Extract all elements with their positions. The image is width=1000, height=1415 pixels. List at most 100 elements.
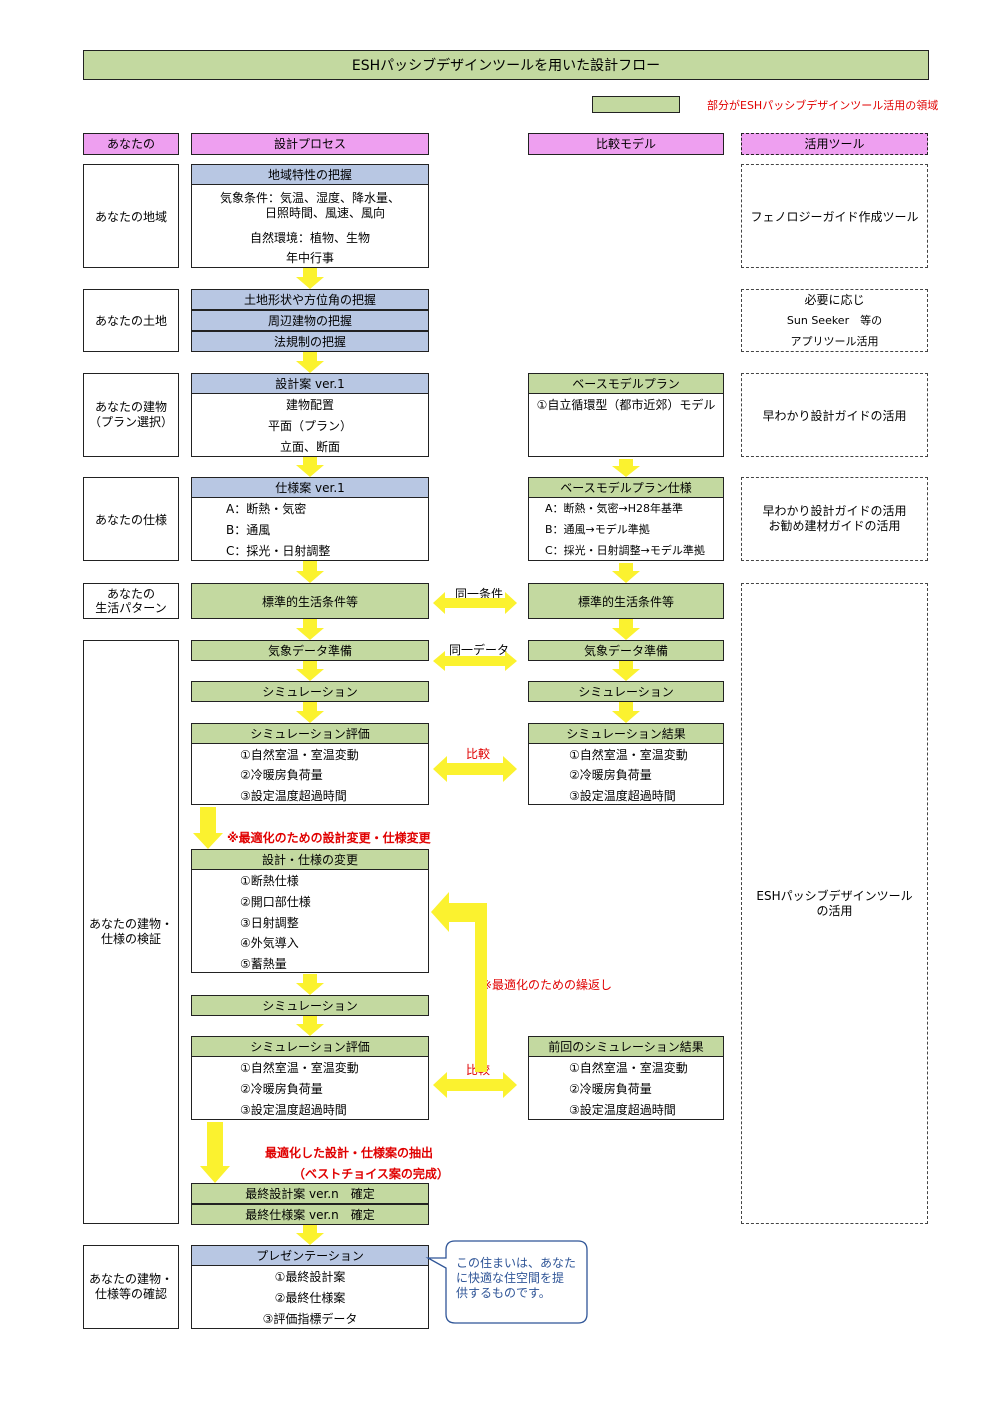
- sim-left: シミュレーション: [191, 681, 429, 702]
- down-arrow-2: [296, 352, 324, 373]
- confirm-box: プレゼンテーション ①最終設計案 ②最終仕様案 ③評価指標データ: [191, 1245, 429, 1329]
- building-header: 設計案 ver.1: [191, 373, 429, 394]
- building-line-2: 平面（プラン）: [267, 419, 352, 433]
- extract-note-2: （ベストチョイス案の完成）: [293, 1167, 449, 1181]
- legend-text: 部分がESHパッシブデザインツール活用の領域: [707, 99, 939, 112]
- prev-box: 前回のシミュレーション結果 ①自然室温・室温変動 ②冷暖房負荷量 ③設定温度超過…: [528, 1036, 724, 1120]
- tool-verify-line-2: の活用: [816, 903, 853, 918]
- eval2-line-2: ②冷暖房負荷量: [240, 1082, 323, 1096]
- repeat-loop-arrow: [431, 892, 487, 1072]
- spec-compare-box: ベースモデルプラン仕様 A：断熱・気密→H28年基準 B：通風→モデル準拠 C：…: [528, 477, 724, 561]
- confirm-line-3: ③評価指標データ: [262, 1312, 358, 1326]
- result-line-3: ③設定温度超過時間: [569, 789, 676, 803]
- eval-line-1: ①自然室温・室温変動: [240, 748, 359, 762]
- tool-verify-line-1: ESHパッシブデザインツール: [756, 888, 913, 903]
- building-process-box: 設計案 ver.1 建物配置 平面（プラン） 立面、断面: [191, 373, 429, 457]
- title-text: ESHパッシブデザインツールを用いた設計フロー: [351, 58, 661, 74]
- down-arrow-6: [296, 661, 324, 681]
- label-region-text: あなたの地域: [94, 209, 167, 224]
- down-arrow-3: [296, 457, 324, 477]
- label-building-line-1: あなたの建物: [94, 400, 167, 414]
- eval-line-3: ③設定温度超過時間: [240, 789, 347, 803]
- down-arrow-7: [296, 702, 324, 723]
- callout-line-1: この住まいは、あなた: [456, 1256, 577, 1270]
- label-spec-text: あなたの仕様: [94, 512, 167, 527]
- change-line-3: ③日射調整: [240, 916, 299, 930]
- label-verify-line-1: あなたの建物・: [88, 917, 173, 931]
- label-life-line-1: あなたの: [106, 587, 155, 601]
- header-process: 設計プロセス: [191, 133, 429, 155]
- label-building-line-2: （プラン選択）: [88, 415, 173, 429]
- label-verify-line-2: 仕様の検証: [100, 932, 161, 946]
- eval2-box: シミュレーション評価 ①自然室温・室温変動 ②冷暖房負荷量 ③設定温度超過時間: [191, 1036, 429, 1120]
- change-box: 設計・仕様の変更 ①断熱仕様 ②開口部仕様 ③日射調整 ④外気導入 ⑤蓄熱量: [191, 849, 429, 973]
- spec-line-1: A：断熱・気密: [226, 502, 307, 516]
- callout-text: この住まいは、あなた に快適な住空間を提 供するものです。: [456, 1256, 576, 1301]
- label-confirm: あなたの建物・ 仕様等の確認: [83, 1245, 179, 1329]
- land-item-1: 土地形状や方位角の把握: [191, 289, 429, 310]
- label-land: あなたの土地: [83, 289, 179, 352]
- weather-right: 気象データ準備: [528, 640, 724, 661]
- change-line-2: ②開口部仕様: [240, 895, 311, 909]
- tool-spec-line-1: 早わかり設計ガイドの活用: [762, 504, 907, 518]
- result-box: シミュレーション結果 ①自然室温・室温変動 ②冷暖房負荷量 ③設定温度超過時間: [528, 723, 724, 805]
- eval2-line-1: ①自然室温・室温変動: [240, 1061, 359, 1075]
- down-arrow-8: [296, 974, 324, 995]
- land-item-3: 法規制の把握: [191, 331, 429, 352]
- sim2: シミュレーション: [191, 995, 429, 1016]
- result-line-2: ②冷暖房負荷量: [569, 768, 652, 782]
- tool-spec: 早わかり設計ガイドの活用 お勧め建材ガイドの活用: [741, 477, 928, 561]
- eval2-line-3: ③設定温度超過時間: [240, 1103, 347, 1117]
- spec-compare-line-3: C：採光・日射調整→モデル準拠: [545, 544, 705, 557]
- extract-note-1: 最適化した設計・仕様案の抽出: [265, 1146, 434, 1160]
- building-compare-line-1: ①自立循環型（都市近郊）モデル: [536, 398, 716, 412]
- weather-arrow-label: 同一データ: [449, 643, 510, 657]
- spec-compare-header: ベースモデルプラン仕様: [528, 477, 724, 498]
- region-line-3: 自然環境：植物、生物: [249, 231, 370, 245]
- prev-line-3: ③設定温度超過時間: [569, 1103, 676, 1117]
- building-line-3: 立面、断面: [279, 440, 340, 454]
- down-arrow-5: [296, 619, 324, 640]
- compare-arrow-2: [433, 1072, 517, 1098]
- life-left: 標準的生活条件等: [191, 583, 429, 619]
- compare-down-arrow-4: [612, 661, 640, 681]
- label-life-line-2: 生活パターン: [95, 601, 167, 615]
- tool-land-line-1: 必要に応じ: [804, 293, 865, 307]
- change-line-5: ⑤蓄熱量: [240, 957, 287, 971]
- building-line-1: 建物配置: [285, 398, 334, 412]
- legend-swatch: [592, 96, 680, 113]
- spec-line-2: B：通風: [226, 523, 271, 537]
- result-header: シミュレーション結果: [528, 723, 724, 744]
- same-data-arrow: [433, 651, 517, 671]
- down-arrow-4: [296, 561, 324, 583]
- prev-line-2: ②冷暖房負荷量: [569, 1082, 652, 1096]
- label-building: あなたの建物 （プラン選択）: [83, 373, 179, 457]
- spec-compare-line-2: B：通風→モデル準拠: [545, 523, 650, 536]
- spec-header: 仕様案 ver.1: [191, 477, 429, 498]
- eval2-header: シミュレーション評価: [191, 1036, 429, 1057]
- spec-line-3: C：採光・日射調整: [226, 544, 331, 558]
- change-header: 設計・仕様の変更: [191, 849, 429, 870]
- tool-region-text: フェノロジーガイド作成ツール: [750, 209, 919, 224]
- callout-line-3: 供するものです。: [456, 1286, 551, 1300]
- label-land-text: あなたの土地: [94, 314, 167, 328]
- tool-land-line-3: アプリツール活用: [790, 335, 879, 348]
- label-life: あなたの 生活パターン: [83, 583, 179, 619]
- compare-label: 比較: [466, 747, 491, 761]
- life-right: 標準的生活条件等: [528, 583, 724, 619]
- life-left-text: 標準的生活条件等: [261, 594, 358, 609]
- region-line-2: 日照時間、風速、風向: [264, 206, 385, 220]
- eval-box: シミュレーション評価 ①自然室温・室温変動 ②冷暖房負荷量 ③設定温度超過時間: [191, 723, 429, 805]
- tool-building-text: 早わかり設計ガイドの活用: [762, 408, 907, 423]
- same-condition-arrow: [433, 592, 517, 614]
- weather-left: 気象データ準備: [191, 640, 429, 661]
- life-arrow-label: 同一条件: [455, 587, 504, 601]
- region-line-1: 気象条件：気温、湿度、降水量、: [219, 191, 400, 205]
- prev-header: 前回のシミュレーション結果: [528, 1036, 724, 1057]
- tool-building: 早わかり設計ガイドの活用: [741, 373, 928, 457]
- tool-land-line-2: Sun Seeker 等の: [786, 314, 883, 327]
- callout-line-2: に快適な住空間を提: [456, 1271, 565, 1285]
- down-arrow-big-2: [200, 1122, 230, 1183]
- down-arrow-1: [296, 268, 324, 289]
- spec-compare-line-1: A：断熱・気密→H28年基準: [545, 502, 684, 515]
